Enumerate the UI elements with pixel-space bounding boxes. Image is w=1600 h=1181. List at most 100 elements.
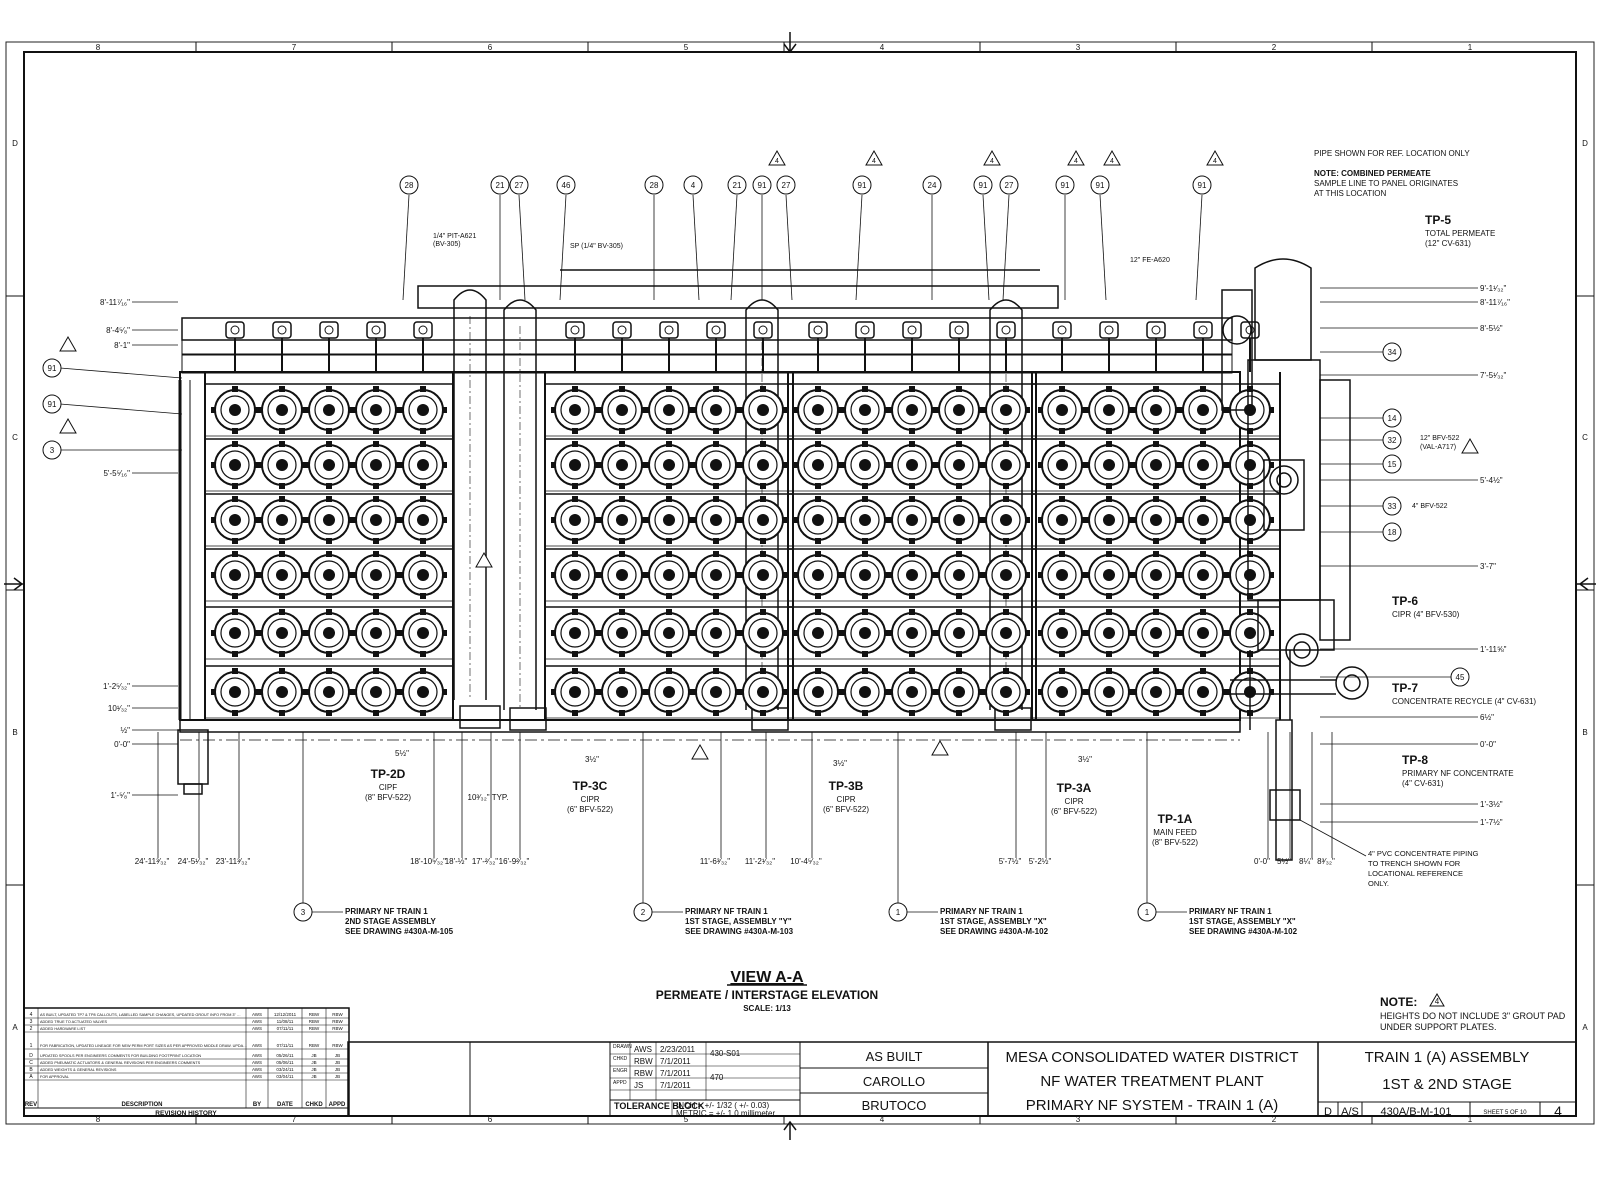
- callout-number: 3: [50, 446, 55, 455]
- vessel-ring: [314, 560, 344, 590]
- vessel-ring: [748, 618, 778, 648]
- vessel-ring: [850, 395, 880, 425]
- rev-col-header: BY: [253, 1102, 261, 1108]
- vessel-clip: [1003, 668, 1009, 674]
- vessel-clip: [1226, 517, 1231, 523]
- vessel-clip: [1222, 630, 1227, 636]
- vessel-clip: [1200, 538, 1206, 544]
- vessel-clip: [1038, 572, 1043, 578]
- vessel-clip: [1085, 407, 1090, 413]
- vessel-clip: [888, 689, 893, 695]
- vessel-port: [1150, 686, 1162, 698]
- assembly-ref-line3: SEE DRAWING #430A-M-102: [1189, 927, 1298, 936]
- vessel-clip: [301, 572, 306, 578]
- vessel-port: [1244, 569, 1256, 581]
- vessel-ring: [361, 505, 391, 535]
- vessel-clip: [815, 668, 821, 674]
- vessel-ring: [850, 450, 880, 480]
- callout-balloon-top: [683, 175, 703, 195]
- vessel-clip: [884, 572, 889, 578]
- callout-leader: [692, 194, 700, 301]
- vessel-clip: [395, 572, 400, 578]
- vessel-clip: [232, 609, 238, 615]
- vessel-ring: [991, 560, 1021, 590]
- rev-col-header: CHKD: [305, 1102, 323, 1108]
- note-heading: NOTE:: [1380, 995, 1417, 1009]
- callout-balloon-left: [42, 394, 62, 414]
- vessel-clip: [211, 572, 216, 578]
- callout-balloon-top: [399, 175, 419, 195]
- vessel-clip: [305, 689, 310, 695]
- callout-number: 21: [733, 181, 742, 190]
- vessel-clip: [888, 517, 893, 523]
- vessel-clip: [279, 496, 285, 502]
- vessel-ring: [850, 505, 880, 535]
- vessel-clip: [1175, 572, 1180, 578]
- vessel-ring: [267, 505, 297, 535]
- vessel-clip: [598, 517, 603, 523]
- vessel-clip: [1132, 517, 1137, 523]
- vessel-clip: [572, 428, 578, 434]
- vessel-clip: [739, 462, 744, 468]
- valve-handle: [1001, 325, 1011, 335]
- vessel-port: [569, 514, 581, 526]
- vessel-clip: [373, 483, 379, 489]
- rev-date-cell: 12/12/2011: [274, 1012, 297, 1017]
- tp-tag: TP-5: [1425, 213, 1451, 227]
- vessel-clip: [841, 407, 846, 413]
- tp-size: (6" BFV-522): [1051, 807, 1097, 816]
- vessel-clip: [442, 689, 447, 695]
- vessel-clip: [641, 462, 646, 468]
- vessel-clip: [815, 386, 821, 392]
- vessel-clip: [862, 609, 868, 615]
- callout-number: 28: [650, 181, 659, 190]
- rev-desc-cell: FOR APPROVAL: [40, 1075, 69, 1079]
- vessel-port: [710, 514, 722, 526]
- vessel-clip: [1269, 689, 1274, 695]
- vessel-clip: [713, 710, 719, 716]
- vessel-clip: [373, 551, 379, 557]
- callout-balloon-right: [1382, 408, 1402, 428]
- right-dimension: 5'-4½": [1480, 476, 1503, 485]
- vessel-clip: [258, 462, 263, 468]
- assembly-balloon: [293, 902, 313, 922]
- vessel-clip: [1222, 462, 1227, 468]
- assembly-balloon: [633, 902, 653, 922]
- vessel-clip: [258, 572, 263, 578]
- vessel-clip: [888, 462, 893, 468]
- right-dimension: 6½": [1480, 713, 1494, 722]
- mid-dimension: 3½": [585, 755, 599, 764]
- vessel-clip: [279, 551, 285, 557]
- vessel-clip: [1200, 386, 1206, 392]
- rev-flag-small: [475, 551, 493, 568]
- vessel-clip: [692, 630, 697, 636]
- vessel-clip: [254, 517, 259, 523]
- assembly-balloon: [1137, 902, 1157, 922]
- rev-flag: [768, 149, 786, 166]
- vessel-clip: [279, 386, 285, 392]
- rev-date-cell: 07/11/11: [277, 1043, 294, 1048]
- rev-value: 4: [1554, 1103, 1562, 1119]
- vessel-ring: [361, 677, 391, 707]
- vessel-clip: [1200, 496, 1206, 502]
- vessel-clip: [909, 551, 915, 557]
- valve-handle: [1151, 325, 1161, 335]
- vessel-ring: [267, 450, 297, 480]
- callout-balloon-top: [852, 175, 872, 195]
- vessel-clip: [713, 593, 719, 599]
- title-bottom-row: [1337, 1102, 1541, 1116]
- vessel-clip: [232, 496, 238, 502]
- vessel-clip: [666, 651, 672, 657]
- vessel-port: [1197, 514, 1209, 526]
- callout-number: 4: [691, 181, 696, 190]
- vessel-clip: [1128, 572, 1133, 578]
- vessel-clip: [395, 517, 400, 523]
- callout-balloon-top: [1090, 175, 1110, 195]
- vessel-clip: [352, 689, 357, 695]
- rev-by-cell: AWS: [252, 1019, 262, 1024]
- rev-date-cell: 11/08/11: [277, 1019, 294, 1024]
- vessel-clip: [666, 710, 672, 716]
- vessel-port: [953, 459, 965, 471]
- vessel-clip: [1038, 407, 1043, 413]
- vessel-clip: [760, 710, 766, 716]
